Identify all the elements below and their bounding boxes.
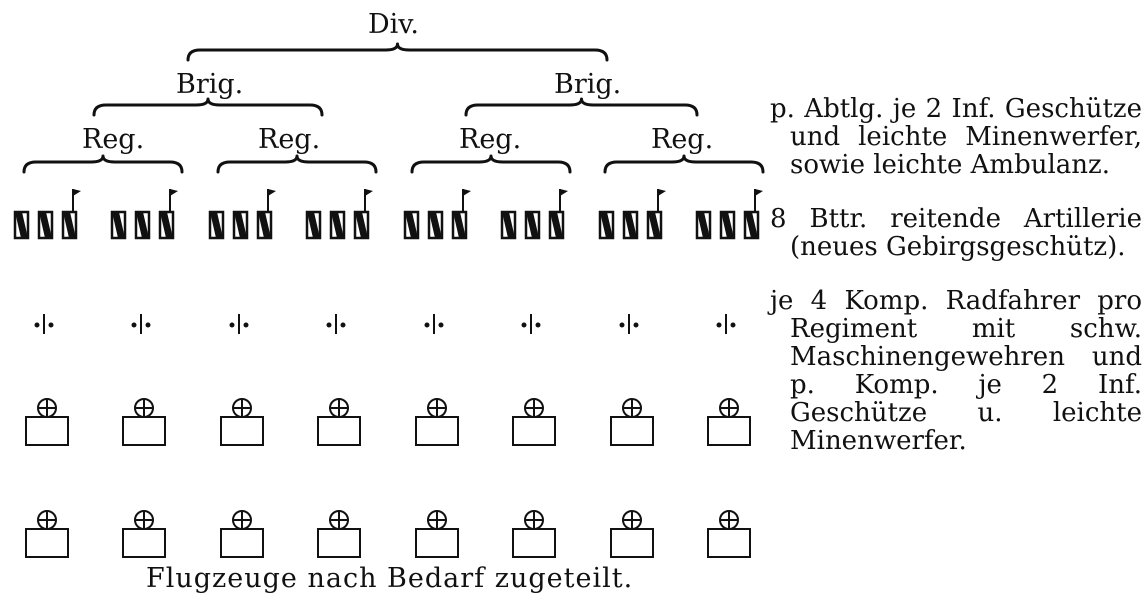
artillery-symbol (326, 314, 346, 334)
battalion-symbol (403, 210, 420, 240)
battalion-symbol (305, 210, 322, 240)
bicycle-company-symbol (512, 398, 556, 446)
battalion-symbol (158, 189, 178, 240)
organization-chart (13, 42, 765, 558)
bicycle-company-symbol (415, 510, 459, 558)
regiment-brace (216, 154, 378, 174)
battalion-symbol (598, 210, 615, 240)
battalion-symbol (256, 189, 276, 240)
battalion-symbol (37, 210, 54, 240)
note-artillery: 8 Bttr. reitende Artillerie (neues Gebir… (770, 204, 1142, 262)
bicycle-company-symbol (122, 398, 166, 446)
regiment-brace (603, 154, 765, 174)
regiment-label: Reg. (651, 124, 714, 155)
battalion-symbol (134, 210, 151, 240)
brigade-brace (92, 97, 324, 117)
note-battalion: p. Abtlg. je 2 Inf. Geschütze und leicht… (770, 94, 1142, 180)
regiment-label: Reg. (82, 124, 145, 155)
division-brace (186, 42, 609, 62)
battalion-symbol (743, 189, 763, 240)
battalion-symbol (622, 210, 639, 240)
battalion-symbol (500, 210, 517, 240)
artillery-symbol (34, 314, 54, 334)
artillery-symbol (716, 314, 736, 334)
bicycle-company-symbol (220, 398, 264, 446)
bicycle-company-symbol (317, 398, 361, 446)
battalion-symbol (548, 189, 568, 240)
battalion-symbol (208, 210, 225, 240)
artillery-symbol (229, 314, 249, 334)
bicycle-company-symbol (122, 510, 166, 558)
bicycle-company-symbol (317, 510, 361, 558)
bicycle-company-symbol (25, 510, 69, 558)
battalion-symbol (524, 210, 541, 240)
battalion-symbol (719, 210, 736, 240)
battalion-symbol (646, 189, 666, 240)
regiment-label: Reg. (459, 124, 522, 155)
note-bicycle: je 4 Komp. Radfahrer pro Regiment mit sc… (770, 286, 1142, 456)
regiment-label: Reg. (258, 124, 321, 155)
caption: Flugzeuge nach Bedarf zugeteilt. (146, 563, 634, 594)
battalion-symbol (353, 189, 373, 240)
brigade-brace (464, 97, 699, 117)
artillery-symbol (521, 314, 541, 334)
bicycle-company-symbol (512, 510, 556, 558)
brigade-label: Brig. (176, 69, 244, 100)
artillery-symbol (131, 314, 151, 334)
battalion-symbol (61, 189, 81, 240)
brigade-label: Brig. (554, 69, 622, 100)
battalion-symbol (329, 210, 346, 240)
bicycle-company-symbol (415, 398, 459, 446)
bicycle-company-symbol (707, 510, 751, 558)
bicycle-company-symbol (707, 398, 751, 446)
artillery-symbol (619, 314, 639, 334)
notes: p. Abtlg. je 2 Inf. Geschütze und leicht… (770, 95, 1142, 481)
bicycle-company-symbol (25, 398, 69, 446)
battalion-symbol (451, 189, 471, 240)
battalion-symbol (110, 210, 127, 240)
battalion-symbol (232, 210, 249, 240)
battalion-symbol (13, 210, 30, 240)
artillery-symbol (424, 314, 444, 334)
regiment-brace (410, 154, 572, 174)
regiment-brace (22, 154, 184, 174)
battalion-symbol (695, 210, 712, 240)
division-label: Div. (368, 9, 419, 40)
bicycle-company-symbol (220, 510, 264, 558)
battalion-symbol (427, 210, 444, 240)
bicycle-company-symbol (610, 510, 654, 558)
bicycle-company-symbol (610, 398, 654, 446)
